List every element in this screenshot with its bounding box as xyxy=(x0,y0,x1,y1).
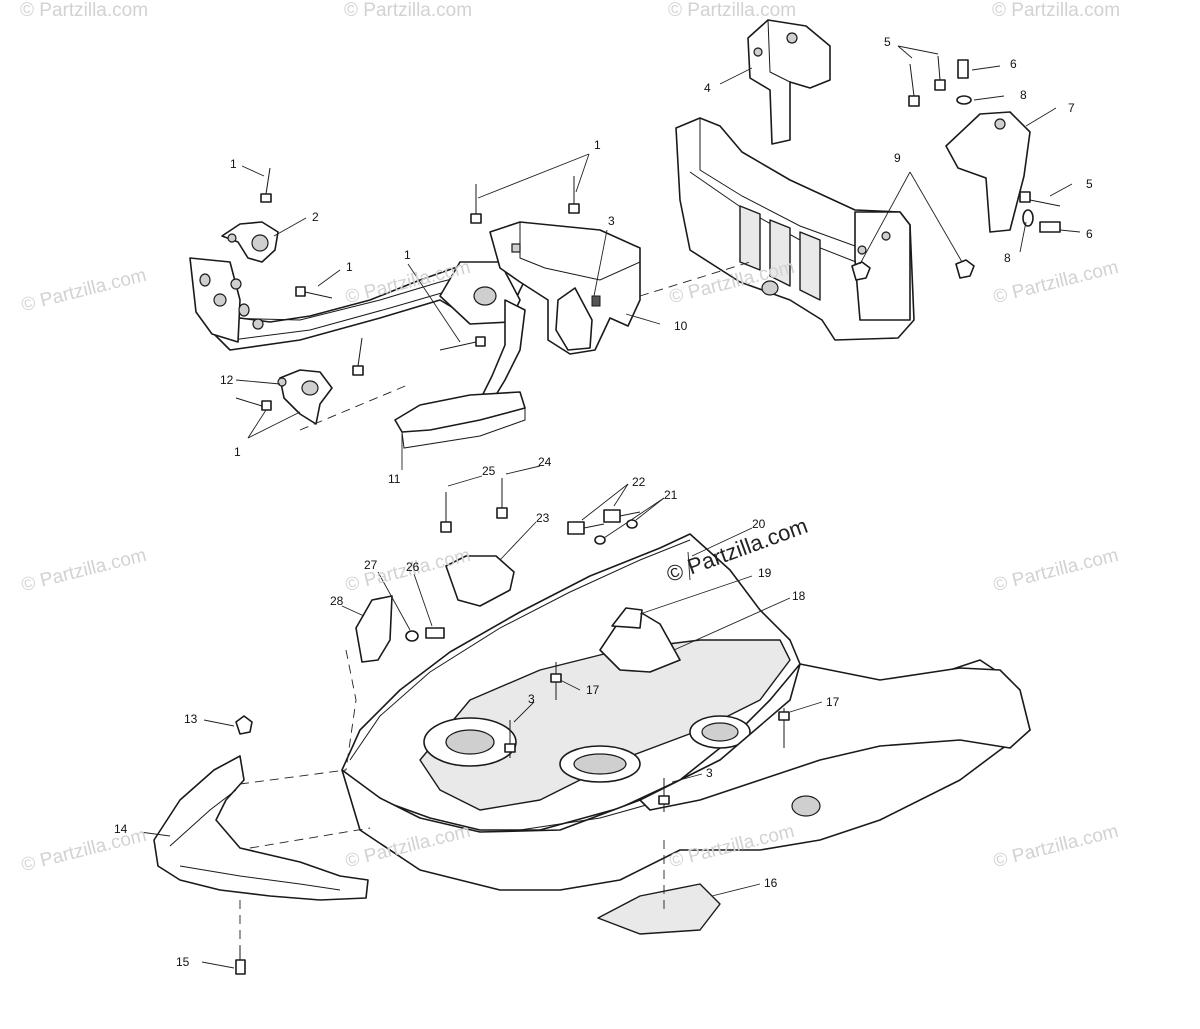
watermark: © Partzilla.com xyxy=(668,0,797,21)
callout-13: 13 xyxy=(184,712,198,726)
watermark: © Partzilla.com xyxy=(992,0,1121,21)
callout-3: 3 xyxy=(608,214,615,228)
callout-7: 7 xyxy=(1068,101,1075,115)
dashed-lines-lower xyxy=(239,649,665,948)
callout-26: 26 xyxy=(406,560,420,574)
callout-27: 27 xyxy=(364,558,378,572)
callout-1: 1 xyxy=(230,157,237,171)
callout-17: 17 xyxy=(826,695,840,709)
bolts-upper-left xyxy=(235,167,601,411)
callout-5: 5 xyxy=(884,35,891,49)
callout-14: 14 xyxy=(114,822,128,836)
callout-1: 1 xyxy=(346,260,353,274)
callout-22: 22 xyxy=(632,475,646,489)
callout-16: 16 xyxy=(764,876,778,890)
callout-1: 1 xyxy=(404,248,411,262)
callout-12: 12 xyxy=(220,373,234,387)
leader-lines xyxy=(139,45,1081,969)
callout-24: 24 xyxy=(538,455,552,469)
callout-3: 3 xyxy=(528,692,535,706)
belly-pan-assembly xyxy=(153,533,1031,935)
callout-23: 23 xyxy=(536,511,550,525)
callout-4: 4 xyxy=(704,81,711,95)
callout-8: 8 xyxy=(1020,88,1027,102)
callout-20: 20 xyxy=(752,517,766,531)
callout-8: 8 xyxy=(1004,251,1011,265)
callout-25: 25 xyxy=(482,464,496,478)
callout-17: 17 xyxy=(586,683,600,697)
rear-bulkhead-assembly xyxy=(675,19,1031,341)
callout-19: 19 xyxy=(758,566,772,580)
hardware-lower xyxy=(235,478,790,975)
callout-21: 21 xyxy=(664,488,678,502)
callout-18: 18 xyxy=(792,589,806,603)
callout-6: 6 xyxy=(1010,57,1017,71)
callout-28: 28 xyxy=(330,594,344,608)
callout-9: 9 xyxy=(894,151,901,165)
watermark: © Partzilla.com xyxy=(344,0,473,21)
callout-1: 1 xyxy=(234,445,241,459)
callout-3: 3 xyxy=(706,766,713,780)
callout-15: 15 xyxy=(176,955,190,969)
dashed-line-frame-to-bulkhead xyxy=(639,261,751,297)
callout-5: 5 xyxy=(1086,177,1093,191)
callout-6: 6 xyxy=(1086,227,1093,241)
callout-2: 2 xyxy=(312,210,319,224)
front-frame-assembly xyxy=(189,221,641,449)
dashed-line-bracket-12 xyxy=(299,383,411,431)
callout-10: 10 xyxy=(674,319,688,333)
skid-plate-16 xyxy=(597,883,721,935)
callout-11: 11 xyxy=(388,472,401,486)
callout-1: 1 xyxy=(594,138,601,152)
watermark: © Partzilla.com xyxy=(20,0,149,21)
